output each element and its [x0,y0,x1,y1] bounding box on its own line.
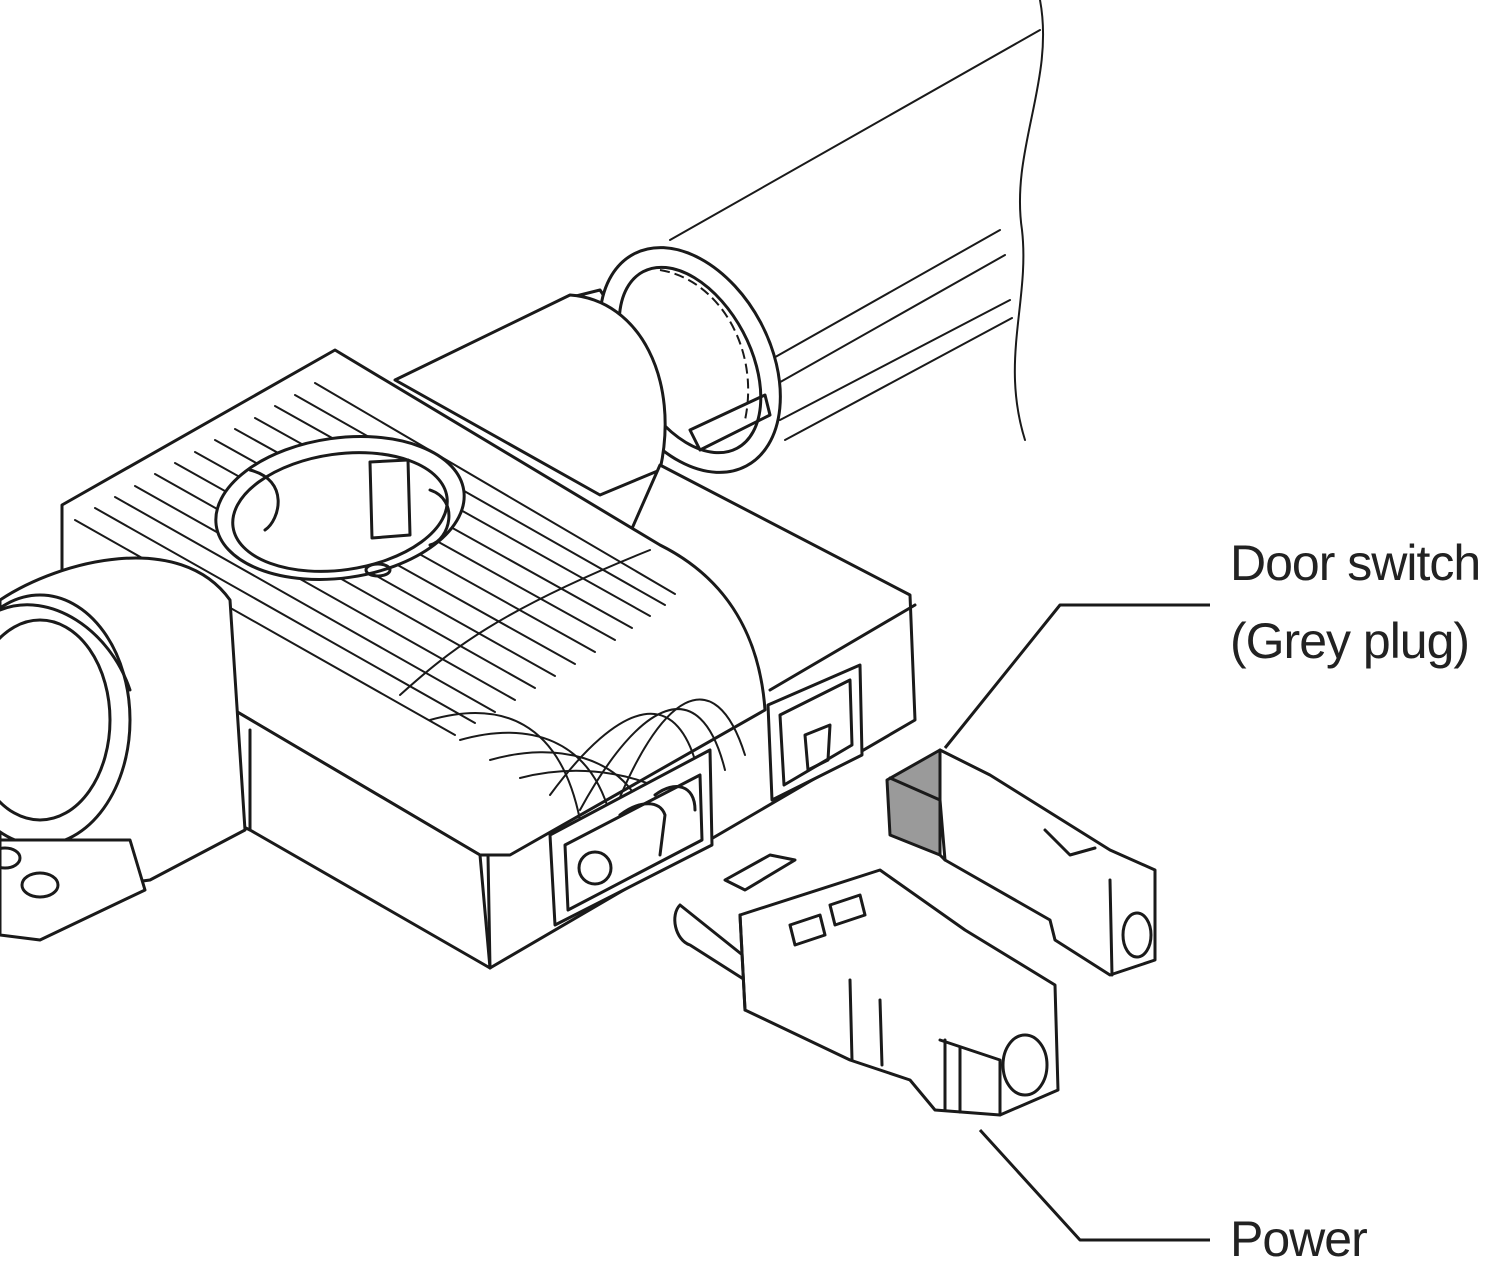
box-neck [393,293,667,497]
power-leader [978,1128,1210,1242]
door-switch-plug [885,748,1157,977]
pipe-clamp [0,556,247,942]
door-switch-sublabel: (Grey plug) [1230,613,1469,669]
power-label: Power [1230,1211,1367,1264]
power-socket [548,748,714,927]
door-switch-socket [766,663,864,802]
door-switch-label: Door switch [1230,535,1480,591]
door-switch-leader [943,603,1210,749]
flat-cable [669,0,1045,441]
power-plug [673,853,1060,1117]
